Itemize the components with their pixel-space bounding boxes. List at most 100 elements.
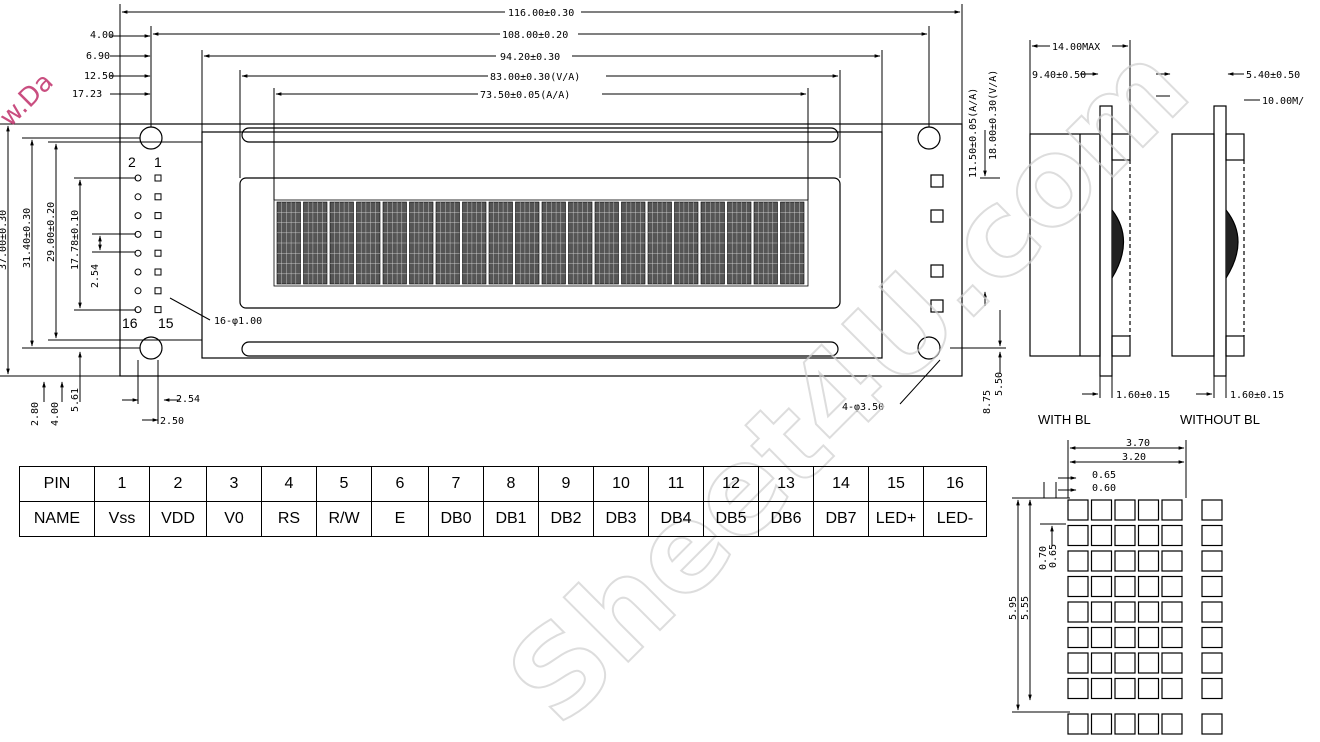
dim-va-height: 18.00±0.30(V/A) [988, 70, 999, 160]
side-view-with-bl [1029, 105, 1131, 377]
pin-pad [154, 230, 162, 238]
front-view [119, 123, 963, 377]
dim-bezel-width: 94.20±0.30 [500, 52, 560, 63]
matrix-dot [1137, 550, 1160, 572]
pin-number-cell: 2 [149, 466, 207, 502]
pin-name-cell: LED- [923, 501, 987, 537]
matrix-dot-next [1201, 601, 1223, 623]
pin-number-cell: 7 [428, 466, 484, 502]
dim-char-width: 3.70 [1126, 438, 1150, 449]
matrix-dot-next [1201, 626, 1223, 649]
caption-with-bl: WITH BL [1038, 412, 1091, 427]
dim-left-12-50: 12.50 [84, 71, 114, 82]
matrix-dot [1067, 601, 1089, 623]
dim-2-50: 2.50 [160, 416, 184, 427]
pin-pad [134, 287, 142, 295]
matrix-dot [1067, 499, 1089, 521]
mount-hole-tl [139, 126, 163, 150]
matrix-dot [1137, 524, 1160, 547]
matrix-dot [1137, 652, 1160, 674]
matrix-dot [1137, 601, 1160, 623]
matrix-dot [1090, 652, 1113, 674]
character-cells [276, 201, 805, 285]
left-dimensions [0, 123, 202, 377]
matrix-dot [1137, 499, 1160, 521]
pin-pad [134, 193, 142, 201]
dim-char-height: 5.95 [1008, 596, 1019, 620]
left-dimension-texts: 37.00±0.30 31.40±0.30 29.00±0.20 17.78±0… [0, 202, 101, 288]
matrix-dot [1161, 575, 1183, 598]
matrix-dot [1137, 677, 1160, 700]
bottom-slot [241, 341, 839, 357]
active-area [273, 199, 809, 287]
dim-dot-pitch-v: 0.70 [1038, 546, 1049, 570]
dim-4-00: 4.00 [50, 402, 61, 426]
matrix-dot [1067, 677, 1089, 700]
pin-name-cell: RS [261, 501, 317, 537]
cursor-dot [1067, 713, 1089, 735]
char-detail-dimensions [1012, 440, 1187, 713]
cursor-dot [1161, 713, 1183, 735]
top-slot [241, 127, 839, 143]
pin-label-15: 15 [158, 315, 174, 331]
pin-name-cell: Vss [94, 501, 150, 537]
matrix-dot [1067, 550, 1089, 572]
caption-without-bl: WITHOUT BL [1180, 412, 1260, 427]
dim-active-area-width: 73.50±0.05(A/A) [480, 90, 570, 101]
pin-pad [154, 174, 162, 182]
pin-hole-note: 16-φ1.00 [214, 316, 262, 327]
pin-label-16: 16 [122, 315, 138, 331]
dim-dot-size: 0.60 [1092, 483, 1116, 494]
pin-name-cell: LED+ [868, 501, 924, 537]
matrix-dot [1161, 499, 1183, 521]
watermark-corner: w.Da [0, 67, 60, 133]
name-header-cell: NAME [19, 501, 95, 537]
pin-pad [154, 287, 162, 295]
cursor-dot-next [1201, 713, 1223, 735]
view-area [239, 177, 841, 309]
cursor-dot [1114, 713, 1136, 735]
dim-2-54: 2.54 [176, 394, 200, 405]
pin-name-cell: DB5 [703, 501, 759, 537]
pin-pad [154, 193, 162, 201]
pin-number-labels: 2 1 16 15 [122, 154, 174, 331]
matrix-dot [1161, 677, 1183, 700]
pad-r1 [930, 174, 944, 188]
matrix-dot [1090, 601, 1113, 623]
dim-left-17-23: 17.23 [72, 89, 102, 100]
pin-number-cell: 3 [206, 466, 262, 502]
dim-2-80: 2.80 [30, 402, 41, 426]
pad-r3 [930, 264, 944, 278]
pin-number-cell: 6 [371, 466, 429, 502]
matrix-dot [1114, 575, 1136, 598]
pin-pad [134, 212, 142, 220]
matrix-dot [1114, 550, 1136, 572]
pin-header-cell: PIN [19, 466, 95, 502]
dim-bezel-height: 29.00±0.20 [46, 202, 57, 262]
dim-5-40: 5.40±0.50 [1246, 70, 1300, 81]
dim-hole-pitch-y: 31.40±0.30 [22, 208, 33, 268]
pin-name-cell: R/W [316, 501, 372, 537]
pin-number-cell: 16 [923, 466, 987, 502]
pin-number-cell: 9 [538, 466, 594, 502]
matrix-dot-next [1201, 550, 1223, 572]
pin-name-cell: DB0 [428, 501, 484, 537]
pin-number-cell: 5 [316, 466, 372, 502]
module-outline [119, 123, 963, 377]
pin-pad [134, 249, 142, 257]
matrix-dot-next [1201, 677, 1223, 700]
pin-number-cell: 1 [94, 466, 150, 502]
dim-max-thickness: 14.00MAX [1052, 42, 1100, 53]
pin-number-cell: 4 [261, 466, 317, 502]
pin-number-cell: 14 [813, 466, 869, 502]
bottom-dimension-texts: 2.80 4.00 5.61 2.54 2.50 16-φ1.00 4-φ3.5… [30, 70, 1005, 427]
cursor-dot [1090, 713, 1113, 735]
dim-pcb-bl: 1.60±0.15 [1116, 390, 1170, 401]
pin-name-cell: DB2 [538, 501, 594, 537]
matrix-dot [1161, 550, 1183, 572]
matrix-dot-next [1201, 499, 1223, 521]
pin-header [134, 174, 162, 314]
